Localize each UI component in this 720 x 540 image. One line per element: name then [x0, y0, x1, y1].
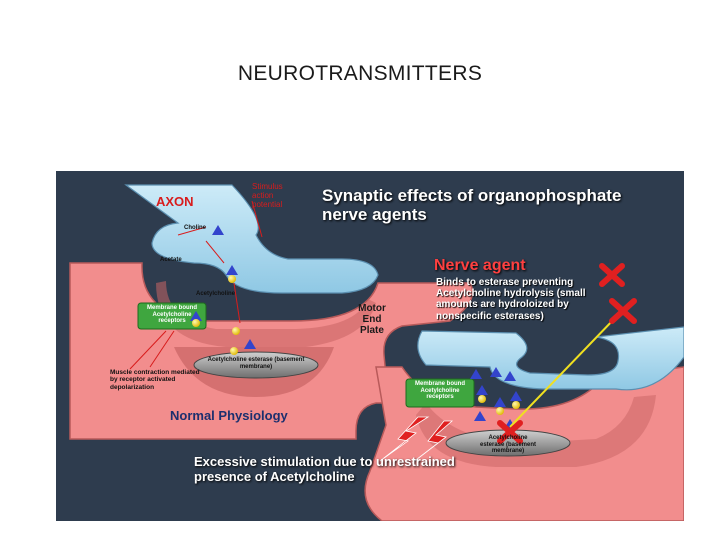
- normal-physiology-label: Normal Physiology: [170, 408, 288, 423]
- axon-label: AXON: [156, 194, 194, 209]
- nerve-agent-path: [509, 316, 617, 428]
- receptor-box-normal: [137, 302, 207, 330]
- synaptic-cleft-normal: [156, 281, 376, 347]
- lightning-bolt-2: [411, 420, 454, 464]
- esterase-agent-label: Acetylcholine esterase (basement membran…: [479, 435, 537, 455]
- slide-title: NEUROTRANSMITTERS: [237, 62, 483, 85]
- axon-terminal-normal: [124, 184, 379, 294]
- diagram-heading: Synaptic effects of organophosphate nerv…: [322, 186, 622, 224]
- muscle-contraction-label: Muscle contraction mediated by receptor …: [110, 369, 200, 391]
- nerve-agent-heading: Nerve agent: [434, 257, 526, 274]
- red-x-marks: [497, 263, 637, 444]
- stimulus-label: Stimulus action potential: [252, 182, 283, 209]
- lightning-bolt-1: [379, 416, 430, 462]
- diagram-graphics: [69, 184, 684, 521]
- esterase-normal: [193, 351, 319, 379]
- acetate-label: Acetate: [160, 257, 182, 263]
- axon-terminal-agent: [417, 326, 684, 391]
- binds-to-esterase-text: Binds to esterase preventing Acetylcholi…: [436, 277, 586, 322]
- receptors-agent-label: Membrane bound Acetylcholine receptors: [414, 381, 465, 401]
- acetylcholine-label: Acetylcholine: [196, 291, 236, 297]
- esterase-normal-label: Acetylcholine esterase (basement membran…: [207, 357, 305, 370]
- motor-end-plate-label: Motor End Plate: [358, 303, 386, 337]
- choline-label: Choline: [184, 225, 206, 231]
- receptors-normal-label: Membrane bound Acetylcholine receptors: [146, 305, 197, 325]
- receptor-box-agent: [405, 378, 475, 408]
- excessive-stimulation-text: Excessive stimulation due to unrestraine…: [194, 454, 455, 484]
- synapse-diagram: Synaptic effects of organophosphate nerv…: [56, 171, 684, 521]
